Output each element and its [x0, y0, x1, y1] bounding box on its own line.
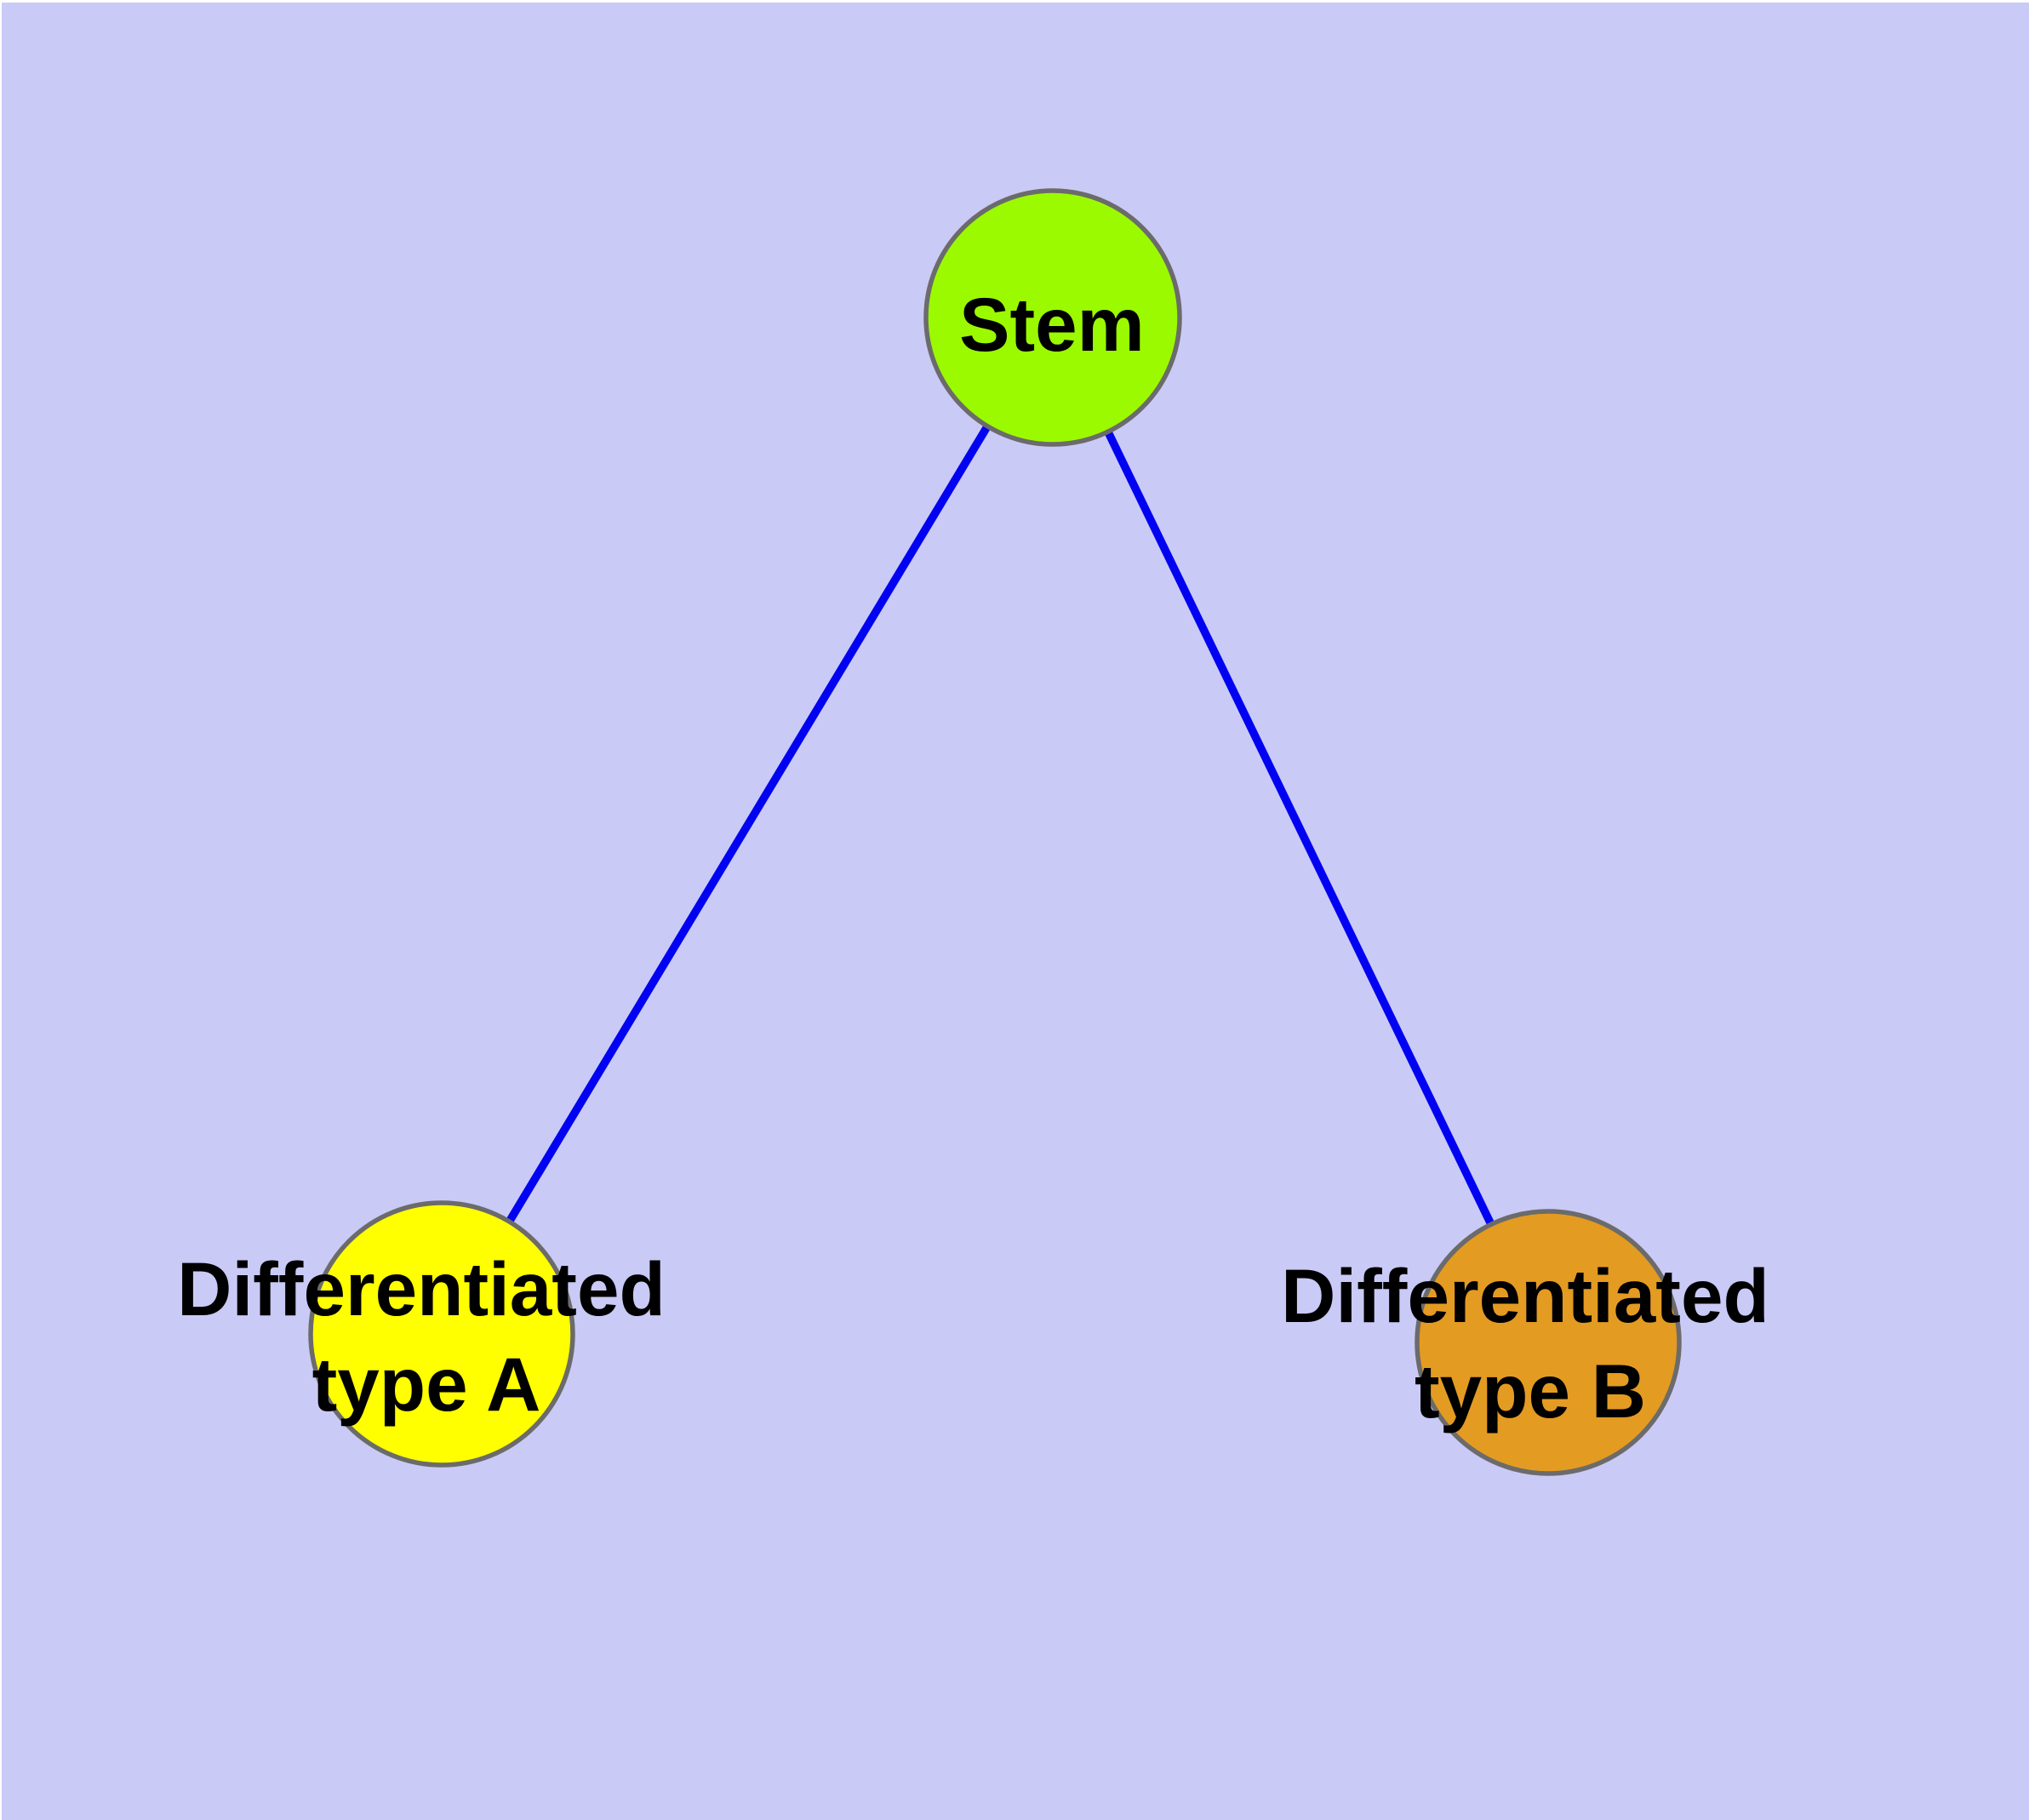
node-stem-label: Stem [959, 282, 1145, 367]
edge-stem-to-differentiated-type-a [437, 315, 1057, 1336]
node-stem-circle [923, 188, 1182, 447]
label-layer: Stem Differentiated type A Differentiate… [177, 282, 1769, 1434]
node-differentiated-type-b-circle [1415, 1209, 1682, 1476]
node-differentiated-type-b-label-line1: Differentiated [1281, 1253, 1769, 1338]
node-differentiated-type-a-label-line2: type A [312, 1342, 541, 1427]
node-differentiated-type-a-circle [308, 1200, 575, 1468]
node-differentiated-type-b-label-line2: type B [1415, 1348, 1646, 1434]
edge-layer [437, 315, 1552, 1345]
node-differentiated-type-a-label-line1: Differentiated [177, 1246, 666, 1331]
edge-stem-to-differentiated-type-b [1049, 315, 1552, 1345]
node-layer [308, 188, 1682, 1476]
